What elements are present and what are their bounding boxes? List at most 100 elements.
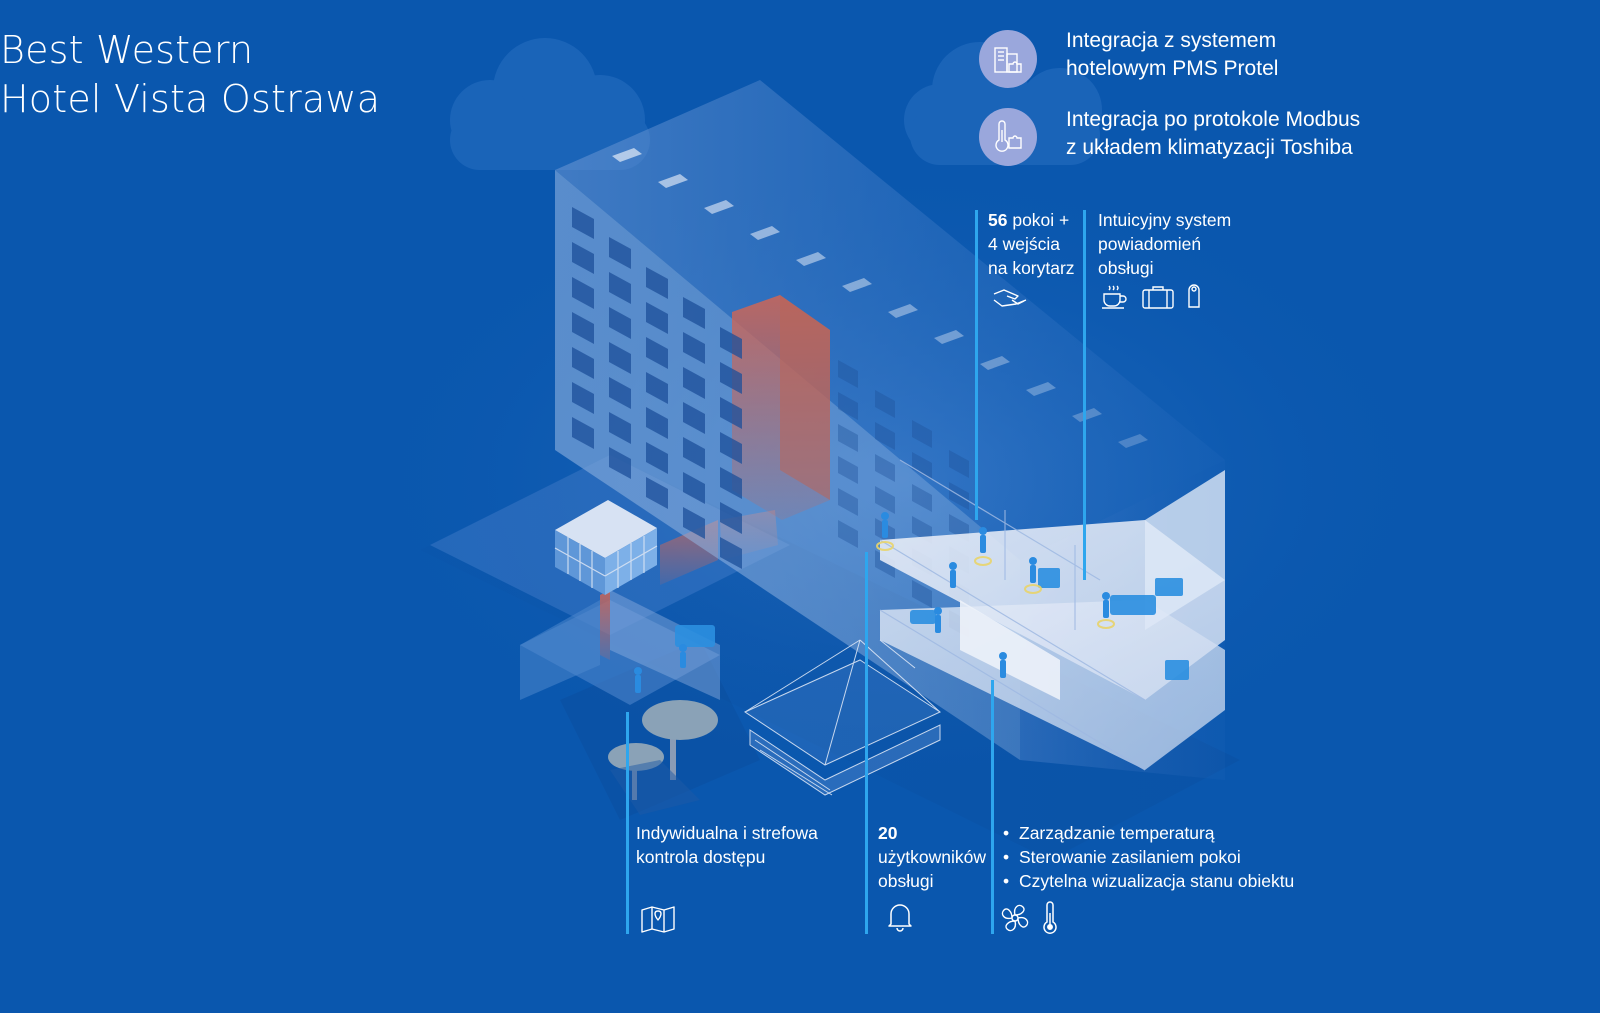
access-feature-text: Indywidualna i strefowa kontrola dostępu (636, 821, 818, 869)
roof-vent (980, 356, 1010, 370)
management-bullet-list: Zarządzanie temperaturą Sterowanie zasil… (1001, 821, 1294, 893)
door-hanger-icon (1188, 284, 1200, 308)
window (609, 237, 631, 269)
window (912, 452, 932, 480)
modbus-integration-icon-badge (979, 108, 1037, 166)
notifications-feature-text: Intuicyjny system powiadomień obsługi (1098, 208, 1231, 280)
window (720, 502, 742, 534)
roof-vent (750, 226, 780, 240)
rooms-line3: na korytarz (988, 258, 1075, 278)
access-line2: kontrola dostępu (636, 847, 766, 867)
thermometer-icon (1043, 901, 1057, 934)
management-callout-line (991, 680, 994, 934)
roof-vent (888, 304, 918, 318)
window (609, 307, 631, 339)
window (646, 442, 668, 474)
window (572, 347, 594, 379)
window (912, 484, 932, 512)
rooms-feature-text: 56 pokoi + 4 wejścia na korytarz (988, 208, 1075, 280)
window (720, 467, 742, 499)
window (720, 327, 742, 359)
suitcase-icon (1142, 286, 1174, 309)
window (572, 207, 594, 239)
roof-vent (842, 278, 872, 292)
window (838, 520, 858, 548)
window (646, 372, 668, 404)
users-line3: obsługi (878, 871, 934, 891)
window (646, 407, 668, 439)
window (912, 580, 932, 608)
roof-vent (1026, 382, 1056, 396)
rooms-count: 56 (988, 210, 1008, 230)
users-callout-line (865, 552, 868, 934)
window (572, 242, 594, 274)
notifications-line1: Intuicyjny system (1098, 210, 1232, 230)
window (683, 472, 705, 504)
pms-integration-line1: Integracja z systemem (1066, 29, 1277, 52)
window (720, 362, 742, 394)
window (646, 477, 668, 509)
users-count: 20 (878, 823, 898, 843)
window (646, 302, 668, 334)
window (572, 417, 594, 449)
window (875, 390, 895, 418)
roof-vent (934, 330, 964, 344)
window (683, 402, 705, 434)
roof-vent (612, 148, 642, 162)
window (838, 424, 858, 452)
notifications-line3: obsługi (1098, 258, 1154, 278)
pms-integration-text: Integracja z systemem hotelowym PMS Prot… (1066, 27, 1278, 83)
window (609, 377, 631, 409)
roof-vent (658, 174, 688, 188)
roof-vent (796, 252, 826, 266)
window (838, 392, 858, 420)
management-feature-text: Zarządzanie temperaturą Sterowanie zasil… (1001, 821, 1294, 893)
hand-card-icon (993, 289, 1027, 307)
management-bullet-temperature: Zarządzanie temperaturą (1001, 821, 1294, 845)
window (646, 337, 668, 369)
window (683, 437, 705, 469)
notifications-callout-line (1083, 210, 1086, 580)
thermometer-puzzle-icon (995, 120, 1022, 152)
management-bullet-power: Sterowanie zasilaniem pokoi (1001, 845, 1294, 869)
roof-vent (704, 200, 734, 214)
modbus-integration-line1: Integracja po protokole Modbus (1066, 108, 1361, 131)
page-title-line2: Hotel Vista Ostrawa (0, 77, 381, 121)
window (683, 367, 705, 399)
window (912, 420, 932, 448)
roof-vent (1072, 408, 1102, 422)
modbus-integration-line2: z układem klimatyzacji Toshiba (1066, 136, 1353, 159)
rooms-line2: 4 wejścia (988, 234, 1060, 254)
window (609, 447, 631, 479)
window (572, 277, 594, 309)
bell-icon (888, 904, 912, 932)
window (875, 422, 895, 450)
window (949, 450, 969, 478)
management-bullet-visualization: Czytelna wizualizacja stanu obiektu (1001, 869, 1294, 893)
roof-vent (1118, 434, 1148, 448)
users-line2: użytkowników (878, 847, 986, 867)
coffee-cup-icon (1102, 285, 1127, 309)
window (875, 454, 895, 482)
modbus-integration-text: Integracja po protokole Modbus z układem… (1066, 106, 1360, 162)
window (572, 312, 594, 344)
window (720, 432, 742, 464)
window (683, 297, 705, 329)
fan-icon (1001, 904, 1029, 932)
window (572, 382, 594, 414)
window (838, 360, 858, 388)
pms-integration-line2: hotelowym PMS Protel (1066, 57, 1279, 80)
window (720, 537, 742, 569)
window (609, 272, 631, 304)
window (646, 267, 668, 299)
users-feature-text: 20 użytkowników obsługi (878, 821, 986, 893)
window (609, 342, 631, 374)
window (720, 397, 742, 429)
access-callout-line (626, 712, 629, 934)
window (609, 412, 631, 444)
rooms-label: pokoi + (1007, 210, 1070, 230)
page-title: Best Western Hotel Vista Ostrawa (0, 26, 380, 124)
window (838, 488, 858, 516)
map-pin-icon (641, 906, 675, 933)
